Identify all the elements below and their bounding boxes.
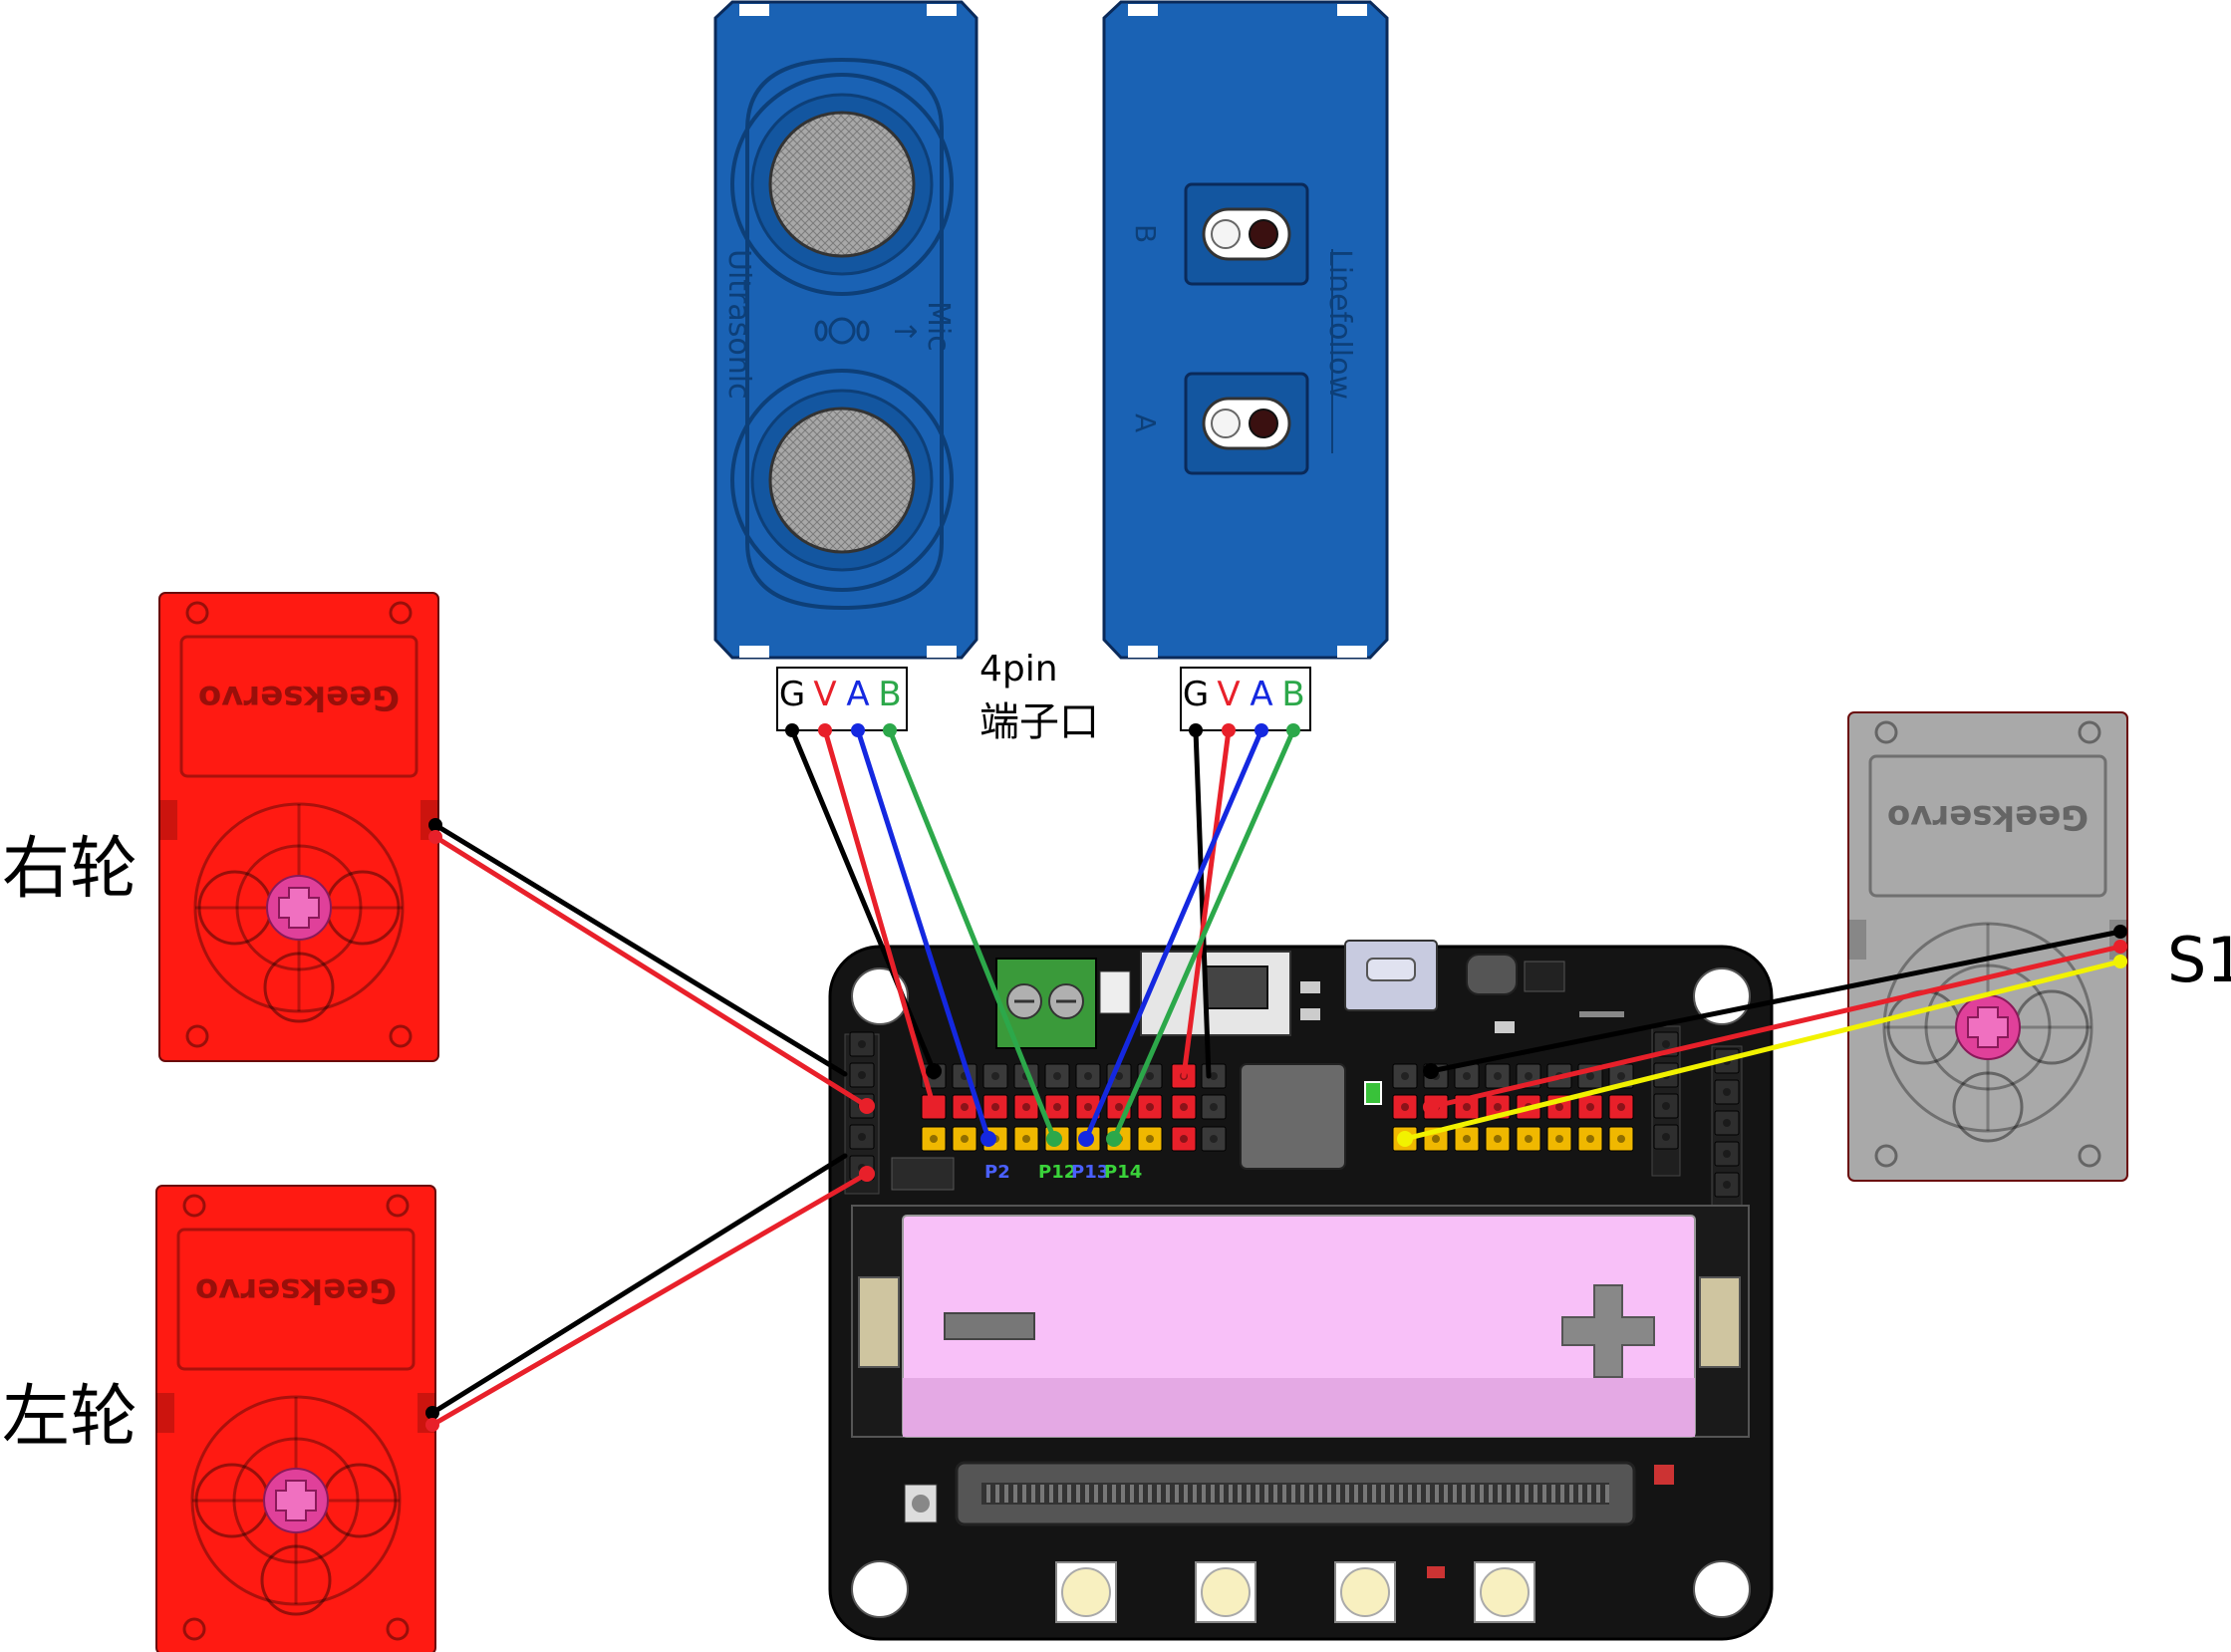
edge-connector (955, 1461, 1636, 1526)
pin-v-label: V (813, 675, 836, 714)
header-pin (1714, 1110, 1740, 1136)
sensor-a-label: A (1129, 413, 1162, 432)
header-pin (849, 1062, 875, 1088)
bottom-leds (1055, 1561, 1535, 1623)
pin-label-p14: P14 (1104, 1162, 1142, 1183)
header-pin (1171, 1126, 1197, 1152)
port-note-line2: 端子口 (979, 699, 1099, 745)
linefollow-wire-b (1111, 727, 1296, 1142)
header-pin (1201, 1126, 1227, 1152)
left-wheel-wire-red (429, 1171, 870, 1428)
header-pin (982, 1063, 1008, 1089)
header-pin (1608, 1126, 1634, 1152)
header-pin (1201, 1063, 1227, 1089)
header-pin (1546, 1126, 1572, 1152)
ultrasonic-wire-v (822, 727, 937, 1110)
battery: − + (851, 1205, 1750, 1438)
ultrasonic-label: Ultrasonic (721, 249, 756, 400)
mic-label: Mic (921, 301, 956, 352)
header-pin (1392, 1094, 1418, 1120)
header-pin (952, 1094, 977, 1120)
header-pin (1714, 1141, 1740, 1167)
header-pin (849, 1031, 875, 1057)
header-pin (1137, 1094, 1163, 1120)
right-wheel-wire-red (432, 834, 870, 1109)
right-wheel-wire-black (432, 822, 848, 1077)
right-wheel-servo: Geekservo (157, 591, 440, 1063)
servo-brand-label: Geekservo (195, 1270, 397, 1310)
expansion-board: − + P2 P12 P13 P14 (828, 940, 1774, 1641)
servo-brand-label: Geekservo (1887, 797, 2089, 837)
header-pin (1714, 1079, 1740, 1105)
left-wheel-servo: Geekservo (154, 1184, 437, 1652)
terminal-block (995, 958, 1097, 1049)
port-note-line1: 4pin (979, 649, 1058, 689)
header-pin (1392, 1063, 1418, 1089)
s1-servo: Geekservo (1846, 710, 2129, 1183)
header-pin (1653, 1124, 1679, 1150)
header-pin (1608, 1094, 1634, 1120)
header-pin (1171, 1094, 1197, 1120)
right-wheel-label: 右轮 (2, 830, 138, 909)
header-pin (1137, 1126, 1163, 1152)
sensor-b-label: B (1129, 224, 1162, 243)
header-pin (1075, 1063, 1101, 1089)
linefollow-wire-v (1181, 727, 1232, 1079)
s1-wire-black (1428, 929, 2123, 1074)
linefollow-module: B A Linefollow (1102, 0, 1389, 660)
header-pin (849, 1124, 875, 1150)
wire-endpoints (425, 723, 2127, 1432)
linefollow-connector: G V A B (1180, 667, 1311, 731)
header-pin (1201, 1094, 1227, 1120)
pin-v-label: V (1217, 675, 1240, 714)
wires (429, 727, 2123, 1428)
header-pin (1013, 1126, 1039, 1152)
s1-label: S1 (2167, 924, 2231, 996)
pin-g-label: G (779, 675, 805, 714)
left-wheel-wire-black (429, 1153, 848, 1416)
header-pin (1577, 1126, 1603, 1152)
pin-a-label: A (1250, 675, 1272, 714)
ultrasonic-module: Ultrasonic Mic ↑ (713, 0, 978, 660)
pin-label-p12: P12 (1038, 1162, 1076, 1183)
pin-b-label: B (878, 675, 901, 714)
header-pin (1653, 1093, 1679, 1119)
pin-label-p13: P13 (1071, 1162, 1109, 1183)
pin-a-label: A (846, 675, 869, 714)
ultrasonic-wire-a (855, 727, 991, 1142)
linefollow-label: Linefollow (1322, 249, 1357, 400)
linefollow-wire-a (1083, 727, 1264, 1142)
ultrasonic-wire-g (789, 727, 937, 1074)
servo-brand-label: Geekservo (198, 678, 400, 717)
header-pin (1454, 1126, 1480, 1152)
left-wheel-label: 左轮 (2, 1378, 138, 1457)
header-pin (1516, 1126, 1541, 1152)
header-pin (1044, 1094, 1070, 1120)
header-pin (1044, 1063, 1070, 1089)
header-pin (1485, 1126, 1511, 1152)
header-pin (1485, 1063, 1511, 1089)
s1-wire-yellow (1402, 959, 2123, 1142)
s1-wire-red (1428, 944, 2123, 1110)
header-pin (1577, 1094, 1603, 1120)
ultrasonic-wire-b (887, 727, 1057, 1142)
header-pin (952, 1126, 977, 1152)
usb-port (1344, 940, 1438, 1011)
header-pin (1013, 1094, 1039, 1120)
ultrasonic-connector: G V A B (776, 667, 908, 731)
mic-arrow-icon: ↑ (887, 319, 922, 344)
header-pin (982, 1094, 1008, 1120)
header-pin (1714, 1172, 1740, 1198)
pin-g-label: G (1183, 675, 1209, 714)
header-pin (921, 1126, 947, 1152)
linefollow-wire-g (1193, 727, 1212, 1079)
pin-label-p2: P2 (984, 1162, 1010, 1183)
pin-b-label: B (1281, 675, 1304, 714)
